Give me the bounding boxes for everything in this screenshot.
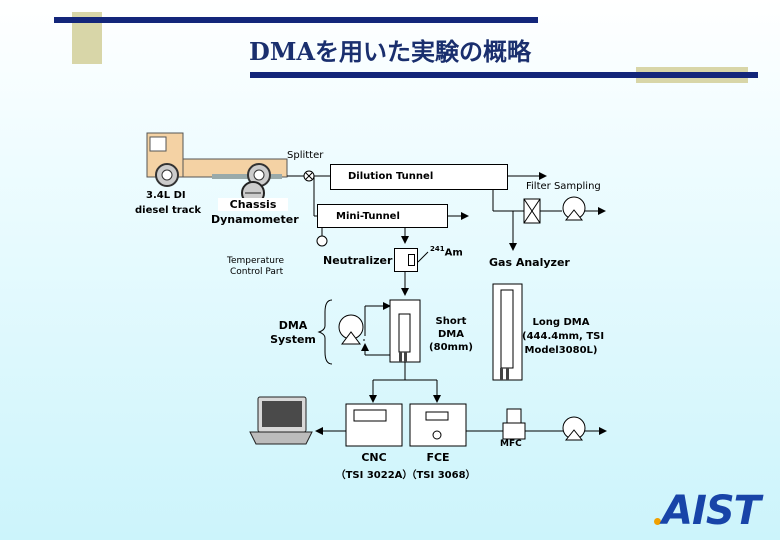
title-bar-top xyxy=(54,17,538,23)
pump-icon-filter xyxy=(562,196,586,221)
laptop-icon xyxy=(249,396,313,445)
fce-label: FCE xyxy=(426,451,450,464)
short-dma-label-line3: (80mm) xyxy=(429,342,473,353)
am241-superscript: 241 xyxy=(430,245,445,253)
truck-icon xyxy=(146,132,288,187)
mfc-icon xyxy=(502,408,526,440)
aist-logo: AIST xyxy=(662,488,761,534)
dma-system-label-line2: System xyxy=(270,333,316,346)
short-dma-label-line1: Short xyxy=(435,316,467,327)
mini-tunnel-label: Mini-Tunnel xyxy=(336,211,400,222)
pump-icon-exhaust xyxy=(562,416,586,441)
short-dma-label-line2: DMA xyxy=(438,329,464,340)
cnc-label: CNC xyxy=(361,451,387,464)
dilution-tunnel-label: Dilution Tunnel xyxy=(348,171,434,182)
neutralizer-label: Neutralizer xyxy=(323,254,393,267)
title-bar-bottom xyxy=(250,72,758,78)
cnc-model-label: （TSI 3022A） xyxy=(335,470,413,481)
long-dma-column-icon xyxy=(492,283,523,381)
gas-analyzer-label: Gas Analyzer xyxy=(489,256,570,269)
temperature-valve-icon xyxy=(316,235,328,247)
splitter-label: Splitter xyxy=(287,150,324,161)
temperature-label-line1: Temperature xyxy=(227,256,285,266)
chassis-label-line1: Chassis xyxy=(218,198,288,211)
splitter-valve-icon xyxy=(303,170,315,182)
temperature-label-line2: Control Part xyxy=(230,267,284,277)
filter-icon xyxy=(523,198,541,224)
am241-label: 241Am xyxy=(430,245,463,258)
slide-title: DMAを用いた実験の概略 xyxy=(249,37,531,66)
cnc-instrument xyxy=(345,403,403,447)
neutralizer-box xyxy=(394,248,418,272)
mfc-label: MFC xyxy=(500,439,522,449)
dma-system-label-line1: DMA xyxy=(278,319,308,332)
long-dma-label-line1: Long DMA xyxy=(532,317,590,328)
filter-sampling-label: Filter Sampling xyxy=(526,181,601,192)
long-dma-label-line2: (444.4mm, TSI xyxy=(522,331,605,342)
engine-label-line1: 3.4L DI xyxy=(146,190,186,201)
logo-dot xyxy=(654,518,661,525)
neutralizer-source xyxy=(408,254,415,266)
fce-model-label: （TSI 3068） xyxy=(406,470,476,481)
pump-icon-dma xyxy=(338,314,364,345)
mini-tunnel-box xyxy=(317,204,448,228)
long-dma-label-line3: Model3080L) xyxy=(524,345,598,356)
chassis-label-line2: Dynamometer xyxy=(211,213,299,226)
fce-instrument xyxy=(409,403,467,447)
dilution-tunnel-box xyxy=(330,164,508,190)
engine-label-line2: diesel track xyxy=(135,205,202,216)
short-dma-column-icon xyxy=(389,299,421,363)
am-symbol: Am xyxy=(444,247,463,259)
